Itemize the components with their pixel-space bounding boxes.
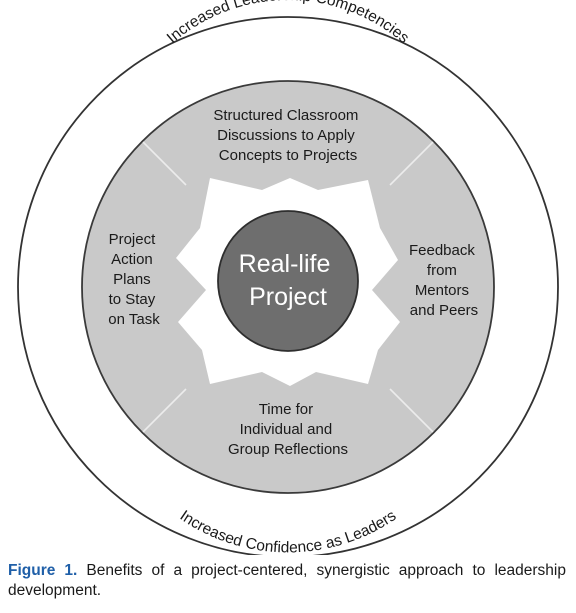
segment-top-label: Structured Classroom Discussions to Appl… bbox=[213, 107, 362, 164]
segment-left-line: Plans bbox=[113, 271, 151, 288]
segment-top-line: Discussions to Apply bbox=[217, 127, 355, 144]
figure-caption: Figure 1. Benefits of a project-centered… bbox=[8, 561, 566, 601]
segment-right-line: and Peers bbox=[410, 302, 478, 319]
center-label-line: Project bbox=[249, 283, 327, 311]
segment-bottom-label: Time for Individual and Group Reflection… bbox=[228, 401, 348, 458]
diagram: Increased Leadership Competencies Increa… bbox=[17, 0, 559, 555]
figure-caption-text: Benefits of a project-centered, synergis… bbox=[8, 562, 566, 599]
segment-left-line: Project bbox=[109, 231, 157, 248]
segment-bottom-line: Individual and bbox=[240, 421, 333, 438]
segment-top-line: Concepts to Projects bbox=[219, 147, 357, 164]
figure-label: Figure 1. bbox=[8, 562, 78, 579]
center-circle bbox=[217, 210, 359, 352]
segment-bottom-line: Group Reflections bbox=[228, 441, 348, 458]
center-label-line: Real-life bbox=[239, 250, 331, 278]
segment-right-line: Feedback bbox=[409, 242, 475, 259]
segment-right-line: Mentors bbox=[415, 282, 469, 299]
segment-left-label: Project Action Plans to Stay on Task bbox=[108, 231, 160, 328]
segment-left-line: to Stay bbox=[109, 291, 156, 308]
center-label: Real-life Project bbox=[239, 250, 338, 311]
segment-left-line: Action bbox=[111, 251, 153, 268]
segment-right-line: from bbox=[427, 262, 457, 279]
segment-right-label: Feedback from Mentors and Peers bbox=[409, 242, 479, 319]
segment-dividers bbox=[142, 141, 434, 433]
segment-top-line: Structured Classroom bbox=[213, 107, 358, 124]
segment-bottom-line: Time for bbox=[259, 401, 313, 418]
segment-left-line: on Task bbox=[108, 311, 160, 328]
